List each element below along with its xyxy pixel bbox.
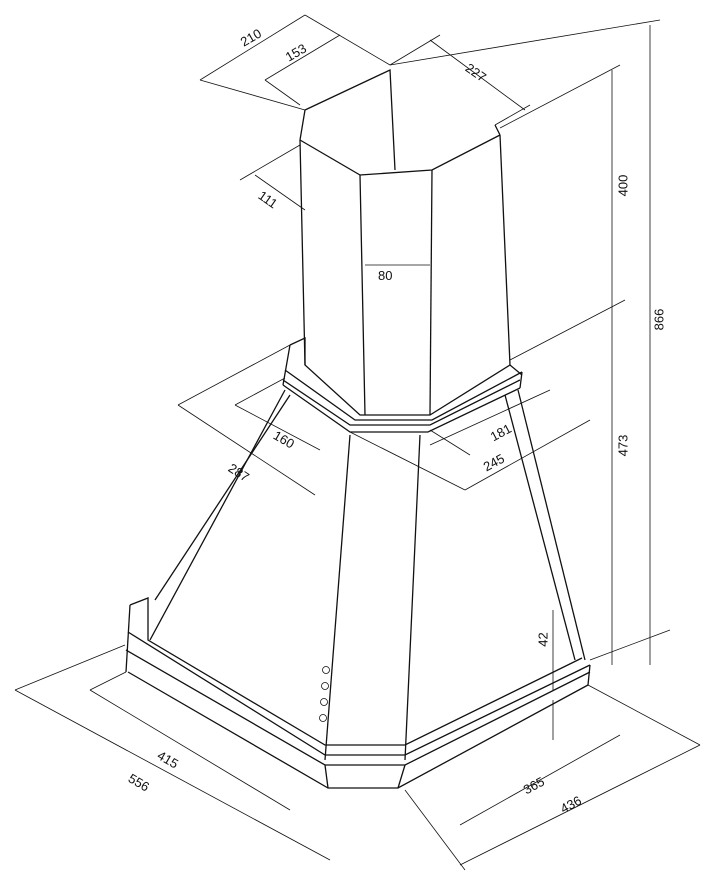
dim-total-height: 866 bbox=[651, 308, 667, 331]
dim-hood-height: 473 bbox=[615, 434, 631, 457]
hood-body bbox=[149, 389, 586, 761]
control-knobs bbox=[319, 666, 330, 722]
collar bbox=[282, 336, 523, 433]
base-band bbox=[125, 597, 591, 789]
dimension-lines bbox=[14, 14, 701, 871]
chimney bbox=[299, 68, 511, 416]
dim-chimney-front: 80 bbox=[378, 268, 393, 283]
dim-chimney-height: 400 bbox=[615, 174, 631, 197]
dim-base-height: 42 bbox=[535, 632, 551, 647]
